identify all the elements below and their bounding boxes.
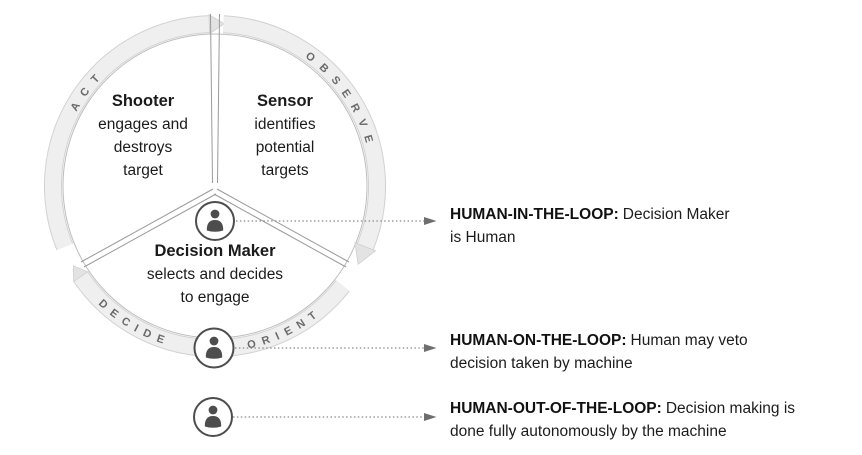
observe-arrowhead	[354, 241, 377, 266]
annotation-human-in-the-loop: HUMAN-IN-THE-LOOP:Decision Maker is Huma…	[450, 203, 850, 249]
annotation-human-out-of-the-loop: HUMAN-OUT-OF-THE-LOOP:Decision making is…	[450, 397, 862, 443]
orient-arc-label: ORIENT	[246, 305, 325, 351]
person-icon-on-the-loop	[193, 327, 235, 369]
sector-shooter-description: engages and destroys target	[98, 116, 188, 179]
person-icon-out-of-the-loop	[193, 397, 233, 437]
annotation-human-on-the-loop-label: HUMAN-ON-THE-LOOP:	[450, 332, 627, 349]
annotation-human-in-the-loop-label: HUMAN-IN-THE-LOOP:	[450, 206, 619, 223]
sector-decision-maker-description: selects and decides to engage	[146, 266, 284, 306]
sector-dividers	[80, 13, 350, 268]
person-icon-decision-maker	[195, 201, 235, 241]
sector-sensor-description: identifies potential targets	[254, 116, 316, 179]
decide-arrowhead	[72, 265, 89, 283]
connector-arrowhead-human-in	[424, 217, 437, 225]
observe-ribbon-arc	[223, 15, 387, 266]
sector-sensor-title: Sensor	[257, 92, 313, 110]
annotation-human-out-of-the-loop-description: Decision making is done fully autonomous…	[450, 400, 796, 440]
annotation-human-in-the-loop-description: Decision Maker is Human	[450, 206, 730, 246]
annotation-human-out-of-the-loop-label: HUMAN-OUT-OF-THE-LOOP:	[450, 400, 662, 417]
connector-arrowhead-human-out	[424, 413, 437, 421]
divider-lower-right-line-a	[216, 188, 350, 263]
connector-arrowhead-human-on	[424, 344, 437, 352]
divider-lower-left-line-b	[83, 193, 217, 268]
connectors	[233, 217, 437, 421]
sector-sensor: Sensor identifies potential targets	[230, 90, 340, 182]
act-arrowhead	[208, 13, 226, 35]
sector-shooter: Shooter engages and destroys target	[86, 90, 200, 182]
annotation-human-on-the-loop-description: Human may veto decision taken by machine	[450, 332, 748, 372]
divider-top-right-line	[217, 13, 220, 184]
sector-shooter-title: Shooter	[111, 92, 175, 110]
act-ribbon-arc	[44, 13, 226, 251]
divider-top-left-line	[210, 13, 213, 184]
sector-decision-maker: Decision Maker selects and decides to en…	[140, 240, 290, 309]
divider-lower-right-line-b	[213, 193, 347, 268]
divider-lower-left-line-a	[80, 188, 214, 263]
sector-decision-maker-title: Decision Maker	[154, 242, 276, 260]
annotation-human-on-the-loop: HUMAN-ON-THE-LOOP:Human may veto decisio…	[450, 329, 850, 375]
